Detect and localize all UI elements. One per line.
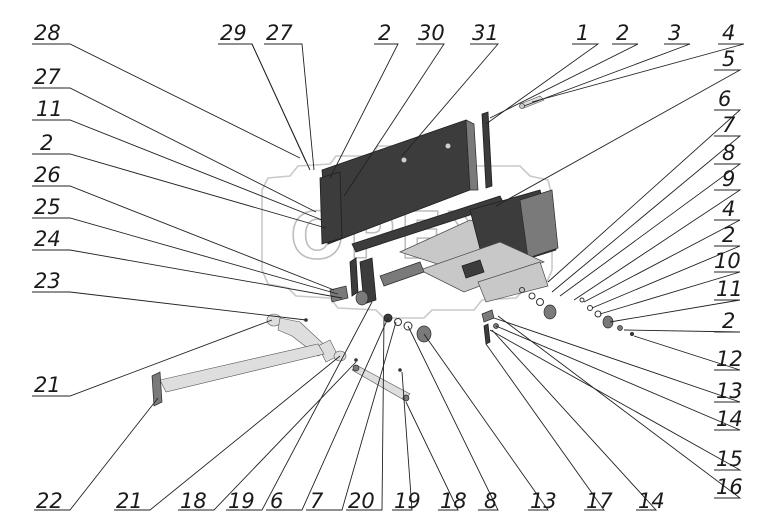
callout-18-bottom-b: 18 — [440, 489, 467, 513]
callout-2-top-b: 2 — [616, 21, 629, 45]
callout-14-right: 14 — [716, 407, 743, 431]
callout-2-top-a: 2 — [378, 21, 391, 45]
callout-11-left: 11 — [36, 97, 63, 121]
callout-14-bottom: 14 — [638, 489, 665, 513]
callout-5: 5 — [722, 47, 735, 71]
callout-2-right-b: 2 — [722, 309, 735, 333]
callout-6-right: 6 — [718, 87, 731, 111]
callout-2-left: 2 — [40, 131, 53, 155]
callout-13-bottom: 13 — [530, 489, 557, 513]
callout-19-bottom-b: 19 — [394, 489, 421, 513]
right-hardware — [481, 287, 634, 345]
callout-7-right: 7 — [722, 113, 736, 137]
callout-15: 15 — [716, 447, 743, 471]
callouts-top: 28 29 27 2 30 31 1 2 3 4 — [34, 21, 735, 45]
leader-lines — [32, 43, 745, 511]
callout-2-right-a: 2 — [722, 223, 735, 247]
callout-16: 16 — [716, 475, 743, 499]
callout-31: 31 — [472, 21, 499, 45]
callout-30: 30 — [418, 21, 445, 45]
callout-3: 3 — [668, 21, 681, 45]
callout-18-bottom-a: 18 — [180, 489, 207, 513]
callout-27-top: 27 — [266, 21, 293, 45]
side-plate — [319, 171, 343, 245]
callouts-bottom: 22 21 18 19 6 7 20 19 18 8 13 17 14 — [36, 489, 665, 513]
callout-28: 28 — [34, 21, 61, 45]
vertical-bracket — [481, 111, 493, 189]
callouts-left: 27 11 2 26 25 24 23 21 — [34, 65, 63, 397]
callout-23: 23 — [34, 269, 61, 293]
callout-8-right: 8 — [722, 141, 735, 165]
callout-19-bottom-a: 19 — [228, 489, 255, 513]
callout-12: 12 — [716, 347, 743, 371]
callout-13-right: 13 — [716, 379, 743, 403]
main-frame — [349, 189, 559, 305]
callout-22: 22 — [36, 489, 63, 513]
callouts-right: 5 6 7 8 9 4 2 10 11 2 12 13 14 15 16 — [714, 47, 743, 499]
callout-26: 26 — [34, 163, 61, 187]
callout-7-bottom: 7 — [310, 489, 324, 513]
lower-rod — [304, 318, 411, 402]
callout-24: 24 — [34, 227, 61, 251]
callout-1: 1 — [576, 21, 589, 45]
callout-29: 29 — [220, 21, 247, 45]
callout-4-top: 4 — [722, 21, 735, 45]
callout-21-left: 21 — [34, 373, 61, 397]
support-arm — [151, 313, 347, 407]
callout-8-bottom: 8 — [484, 489, 497, 513]
callout-6-bottom: 6 — [270, 489, 283, 513]
callout-4-right: 4 — [722, 197, 735, 221]
callout-27-left: 27 — [34, 65, 61, 89]
callout-20: 20 — [348, 489, 375, 513]
callout-21-bottom: 21 — [116, 489, 143, 513]
callout-25: 25 — [34, 195, 61, 219]
callout-9: 9 — [722, 167, 735, 191]
callout-10: 10 — [714, 249, 741, 273]
callout-17: 17 — [586, 489, 613, 513]
left-hardware — [329, 285, 432, 343]
callout-11-right: 11 — [716, 277, 743, 301]
